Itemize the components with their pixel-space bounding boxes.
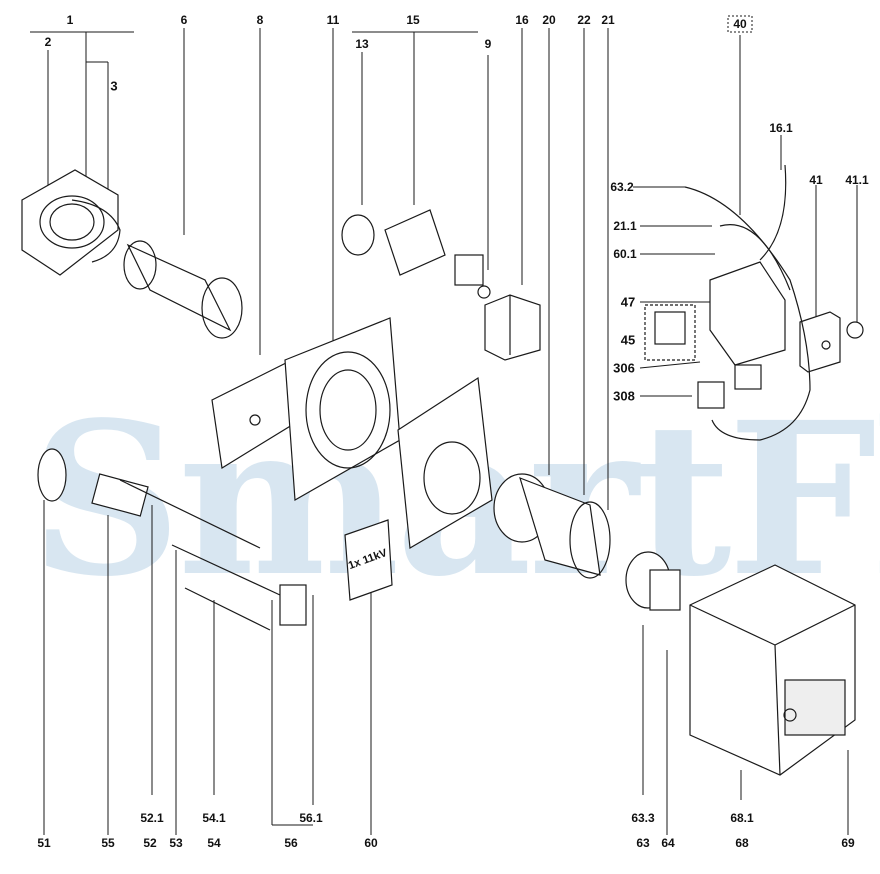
pump-assembly bbox=[341, 209, 491, 299]
label-60: 60 bbox=[364, 836, 378, 850]
label-52: 52 bbox=[143, 836, 157, 850]
label-68-1: 68.1 bbox=[730, 811, 754, 825]
label-56-1: 56.1 bbox=[299, 811, 323, 825]
label-53: 53 bbox=[169, 836, 183, 850]
mounting-plate bbox=[397, 376, 493, 549]
fan-motor bbox=[493, 473, 611, 579]
photocell bbox=[625, 551, 681, 611]
label-54-1: 54.1 bbox=[202, 811, 226, 825]
label-11: 11 bbox=[326, 13, 340, 27]
label-64: 64 bbox=[661, 836, 675, 850]
mounting-flange bbox=[21, 169, 121, 276]
label-68: 68 bbox=[735, 836, 749, 850]
burner-hood bbox=[689, 564, 856, 776]
label-21: 21 bbox=[601, 13, 615, 27]
label-63: 63 bbox=[636, 836, 650, 850]
ignition-rating-label: 1x 11kV bbox=[346, 546, 389, 573]
cable-harness bbox=[684, 164, 811, 441]
label-56: 56 bbox=[284, 836, 298, 850]
label-20: 20 bbox=[542, 13, 556, 27]
label-16: 16 bbox=[515, 13, 529, 27]
label-1: 1 bbox=[66, 13, 74, 27]
label-2: 2 bbox=[44, 35, 52, 49]
label-60-1: 60.1 bbox=[613, 247, 637, 261]
nozzle-parts bbox=[37, 448, 307, 631]
control-unit bbox=[644, 261, 786, 366]
label-9: 9 bbox=[484, 37, 492, 51]
flame-tube bbox=[123, 240, 243, 339]
label-51: 51 bbox=[37, 836, 51, 850]
label-40-box bbox=[727, 15, 753, 33]
ignition-transformer bbox=[344, 519, 393, 601]
label-69: 69 bbox=[841, 836, 855, 850]
label-52-1: 52.1 bbox=[140, 811, 164, 825]
label-8: 8 bbox=[256, 13, 264, 27]
label-55: 55 bbox=[101, 836, 115, 850]
control-box bbox=[799, 311, 864, 373]
label-13: 13 bbox=[355, 37, 369, 51]
label-63-3: 63.3 bbox=[631, 811, 655, 825]
label-306: 306 bbox=[613, 360, 635, 376]
label-45: 45 bbox=[620, 332, 636, 348]
label-47: 47 bbox=[620, 294, 636, 310]
label-21-1: 21.1 bbox=[613, 219, 637, 233]
label-40: 40 bbox=[733, 17, 747, 31]
label-41: 41 bbox=[809, 173, 823, 187]
label-54: 54 bbox=[207, 836, 221, 850]
label-41-1: 41.1 bbox=[845, 173, 869, 187]
label-3: 3 bbox=[110, 78, 118, 94]
leader-lines bbox=[30, 28, 858, 835]
label-308: 308 bbox=[613, 388, 635, 404]
ignition-transformer-block bbox=[484, 294, 541, 361]
label-16-1: 16.1 bbox=[769, 121, 793, 135]
label-6: 6 bbox=[180, 13, 188, 27]
label-63-2: 63.2 bbox=[610, 180, 634, 194]
label-15: 15 bbox=[406, 13, 420, 27]
label-22: 22 bbox=[577, 13, 591, 27]
